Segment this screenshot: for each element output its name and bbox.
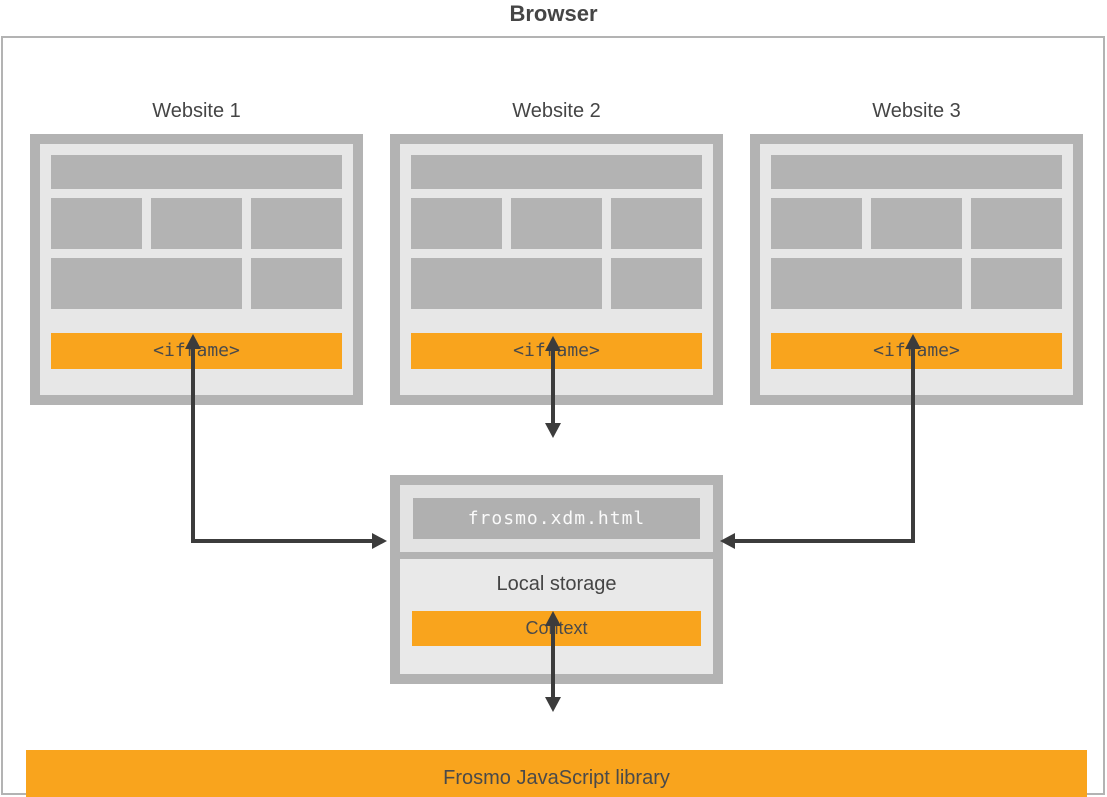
content-block <box>51 155 342 189</box>
content-block <box>611 258 702 309</box>
website-1-iframe-bar: <iframe> <box>51 333 342 369</box>
content-row <box>51 198 342 249</box>
content-row <box>771 258 1062 309</box>
local-storage-label: Local storage <box>496 573 617 595</box>
content-block <box>971 258 1062 309</box>
content-block <box>771 258 963 309</box>
content-block <box>611 198 702 249</box>
website-1-title: Website 1 <box>152 100 241 122</box>
content-row <box>411 198 702 249</box>
frosmo-library-bar: Frosmo JavaScript library <box>26 750 1087 797</box>
content-row <box>771 198 1062 249</box>
content-block <box>51 258 243 309</box>
browser-title: Browser <box>509 1 598 26</box>
website-2-group: Website 2 <iframe> <box>390 96 723 405</box>
content-block <box>971 198 1062 249</box>
website-3-page: <iframe> <box>760 144 1073 395</box>
local-storage-panel: Local storage Context <box>400 559 713 674</box>
content-row <box>51 258 342 309</box>
content-block <box>511 198 602 249</box>
website-1-group: Website 1 <iframe> <box>30 96 363 405</box>
website-2-box: <iframe> <box>390 134 723 405</box>
content-block <box>251 198 342 249</box>
website-2-page: <iframe> <box>400 144 713 395</box>
website-3-group: Website 3 <iframe> <box>750 96 1083 405</box>
website-1-box: <iframe> <box>30 134 363 405</box>
content-block <box>411 198 502 249</box>
content-block <box>411 258 603 309</box>
website-3-box: <iframe> <box>750 134 1083 405</box>
website-2-title: Website 2 <box>512 100 601 122</box>
context-bar: Context <box>412 611 701 646</box>
content-block <box>151 198 242 249</box>
xdm-file-panel: frosmo.xdm.html <box>400 485 713 552</box>
content-block <box>411 155 702 189</box>
content-block <box>51 198 142 249</box>
browser-window: Website 1 <iframe> <box>1 36 1105 797</box>
content-block <box>871 198 962 249</box>
content-block <box>251 258 342 309</box>
content-row <box>411 258 702 309</box>
website-2-iframe-bar: <iframe> <box>411 333 702 369</box>
content-block <box>771 198 862 249</box>
xdm-file-bar: frosmo.xdm.html <box>413 498 700 539</box>
content-block <box>771 155 1062 189</box>
website-3-iframe-bar: <iframe> <box>771 333 1062 369</box>
website-3-title: Website 3 <box>872 100 961 122</box>
xdm-bridge-box: frosmo.xdm.html Local storage Context <box>390 475 723 684</box>
website-1-page: <iframe> <box>40 144 353 395</box>
